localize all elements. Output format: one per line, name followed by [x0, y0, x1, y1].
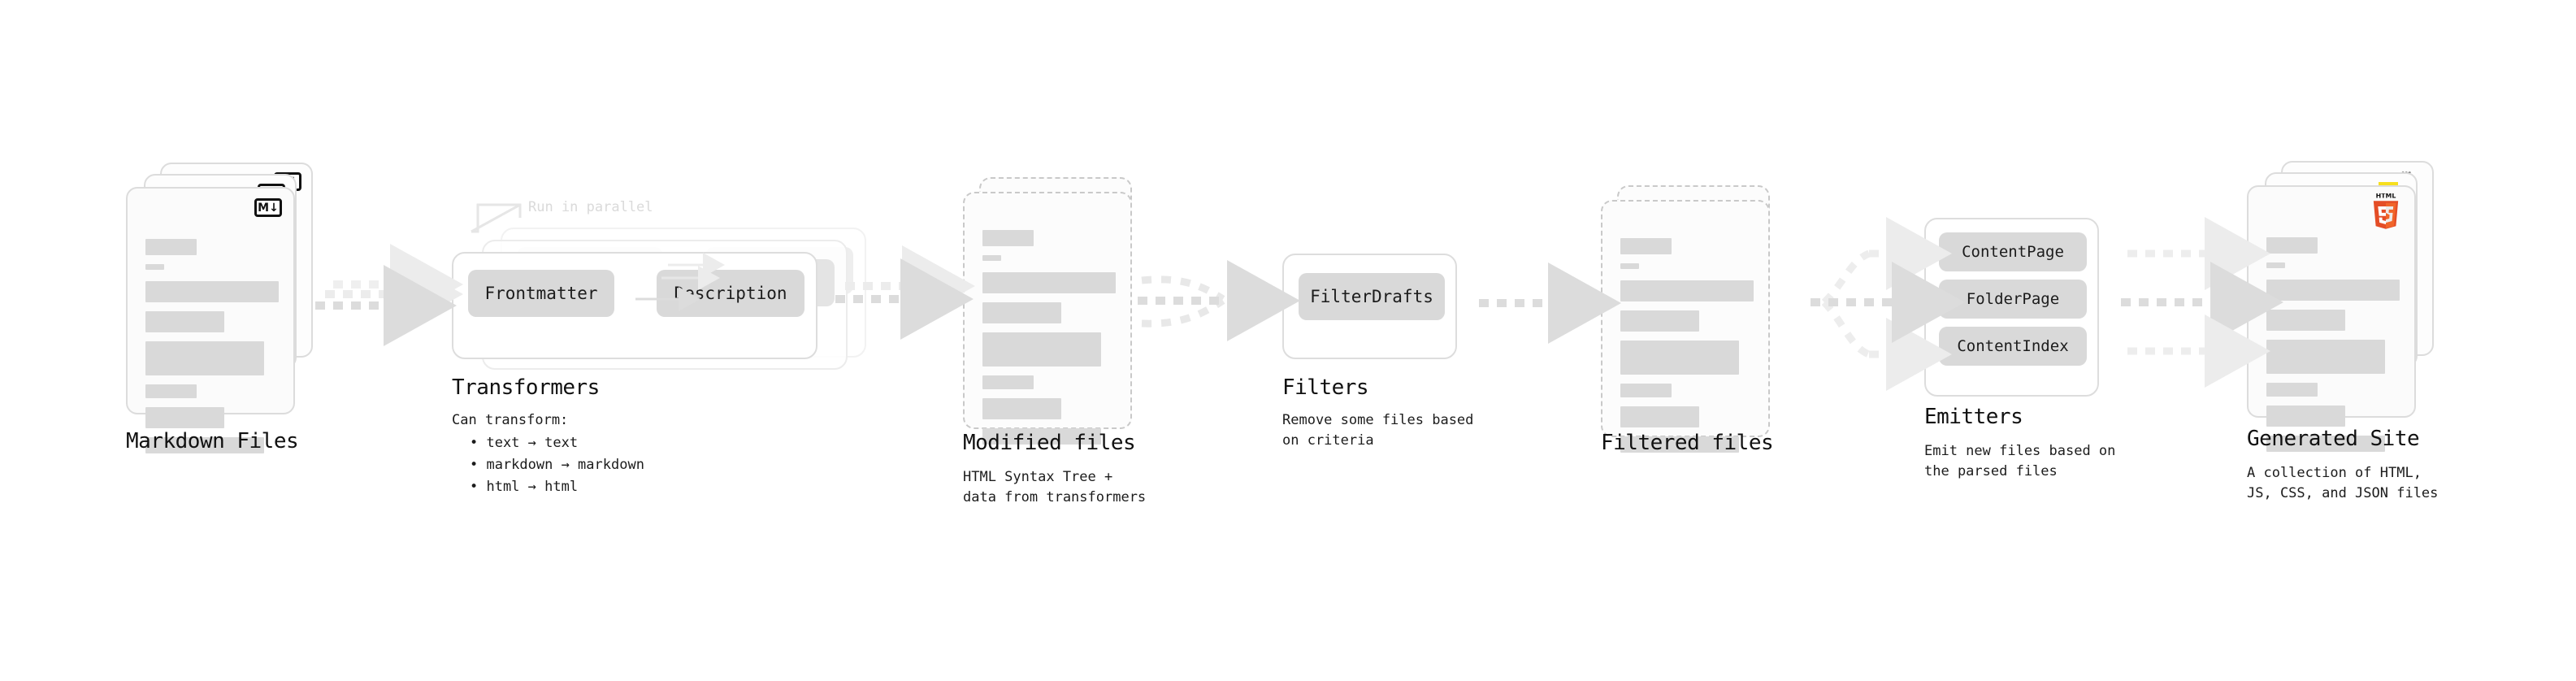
content-bar [2266, 406, 2345, 427]
content-bar [1620, 280, 1754, 301]
run-in-parallel-label: Run in parallel [528, 199, 653, 215]
html5-badge-icon: HTML [2369, 192, 2403, 232]
markdown-badge-arrow: ↓ [269, 201, 279, 215]
markdown-badge-letter: M [258, 201, 270, 215]
content-bar [145, 384, 197, 398]
filtered-file-stack [1601, 185, 1788, 453]
filtered-sheet-front [1601, 200, 1770, 453]
connector-md-to-transformers [315, 244, 463, 346]
modified-file-stack [963, 177, 1150, 445]
content-bar [982, 255, 1001, 261]
modified-files-subtitle: HTML Syntax Tree + data from transformer… [963, 469, 1147, 505]
svg-text:HTML: HTML [2376, 193, 2396, 199]
emitters-subtitle: Emit new files based on the parsed files [1924, 443, 2116, 479]
transformers-subtitle: Can transform: [452, 412, 569, 428]
content-bar [2266, 237, 2318, 254]
content-bar [145, 437, 264, 453]
generated-site-subtitle: A collection of HTML, JS, CSS, and JSON … [2247, 465, 2439, 501]
modified-sheet-front [963, 192, 1132, 445]
modified-content-bars [982, 230, 1116, 453]
stage-title-filters: Filters [1282, 375, 1369, 400]
content-bar [982, 302, 1061, 323]
content-bar [2266, 280, 2400, 301]
content-bar [2266, 436, 2385, 452]
markdown-file-stack: M↓ M↓ M↓ [126, 163, 313, 453]
transformers-bullet-2: • html → html [470, 479, 579, 495]
transformer-group-front: Frontmatter Description [452, 252, 817, 359]
content-bar [982, 398, 1061, 419]
content-bar [145, 264, 164, 270]
content-bar [1620, 238, 1672, 254]
content-bar [145, 239, 197, 255]
connector-filtered-to-emitters [1811, 217, 1965, 391]
content-bar [1620, 310, 1699, 332]
stage-title-emitters: Emitters [1924, 405, 2023, 429]
content-bar [1620, 406, 1699, 427]
content-bar [982, 428, 1101, 445]
content-bar [145, 311, 224, 332]
markdown-sheet-front: M↓ [126, 187, 295, 453]
content-bar [2266, 383, 2318, 397]
content-bar [982, 230, 1034, 246]
content-bar [982, 332, 1101, 367]
emitter-chip-contentpage[interactable]: ContentPage [1939, 232, 2087, 271]
content-bar [1620, 340, 1739, 375]
content-bar [145, 281, 279, 302]
content-bar [1620, 436, 1739, 453]
content-bar [1620, 263, 1639, 269]
filters-group: FilterDrafts [1282, 254, 1457, 359]
content-bar [2266, 310, 2345, 331]
content-bar [2266, 340, 2385, 374]
stage-title-transformers: Transformers [452, 375, 600, 400]
emitter-chip-folderpage[interactable]: FolderPage [1939, 280, 2087, 319]
stage-title-modified-files: Modified files [963, 431, 1136, 455]
markdown-content-bars [145, 239, 279, 462]
content-bar [145, 341, 264, 375]
emitters-group: ContentPage FolderPage ContentIndex [1924, 218, 2099, 397]
transformers-bullet-0: • text → text [470, 435, 579, 451]
transformers-bullet-1: • markdown → markdown [470, 457, 644, 473]
content-bar [2266, 262, 2285, 268]
filtered-content-bars [1620, 238, 1754, 462]
content-bar [982, 272, 1116, 293]
connector-emitters-to-site [2121, 217, 2283, 388]
content-bar [982, 375, 1034, 389]
stage-title-generated-site: Generated Site [2247, 427, 2420, 451]
generated-sheet-front: HTML [2247, 185, 2416, 452]
transformer-chip-description[interactable]: Description [657, 270, 804, 317]
generated-site-stack: CSS HTML [2247, 161, 2434, 452]
stage-title-filtered-files: Filtered files [1601, 431, 1774, 455]
connector-modified-to-filters [1138, 260, 1300, 341]
stage-title-markdown-files: Markdown Files [126, 429, 299, 453]
markdown-badge-icon: M↓ [254, 198, 282, 217]
filters-subtitle: Remove some files based on criteria [1282, 412, 1474, 449]
emitter-chip-contentindex[interactable]: ContentIndex [1939, 327, 2087, 366]
content-bar [145, 407, 224, 428]
content-bar [1620, 384, 1672, 397]
filter-chip-filterdrafts[interactable]: FilterDrafts [1299, 273, 1445, 320]
transformer-chip-frontmatter[interactable]: Frontmatter [468, 270, 614, 317]
